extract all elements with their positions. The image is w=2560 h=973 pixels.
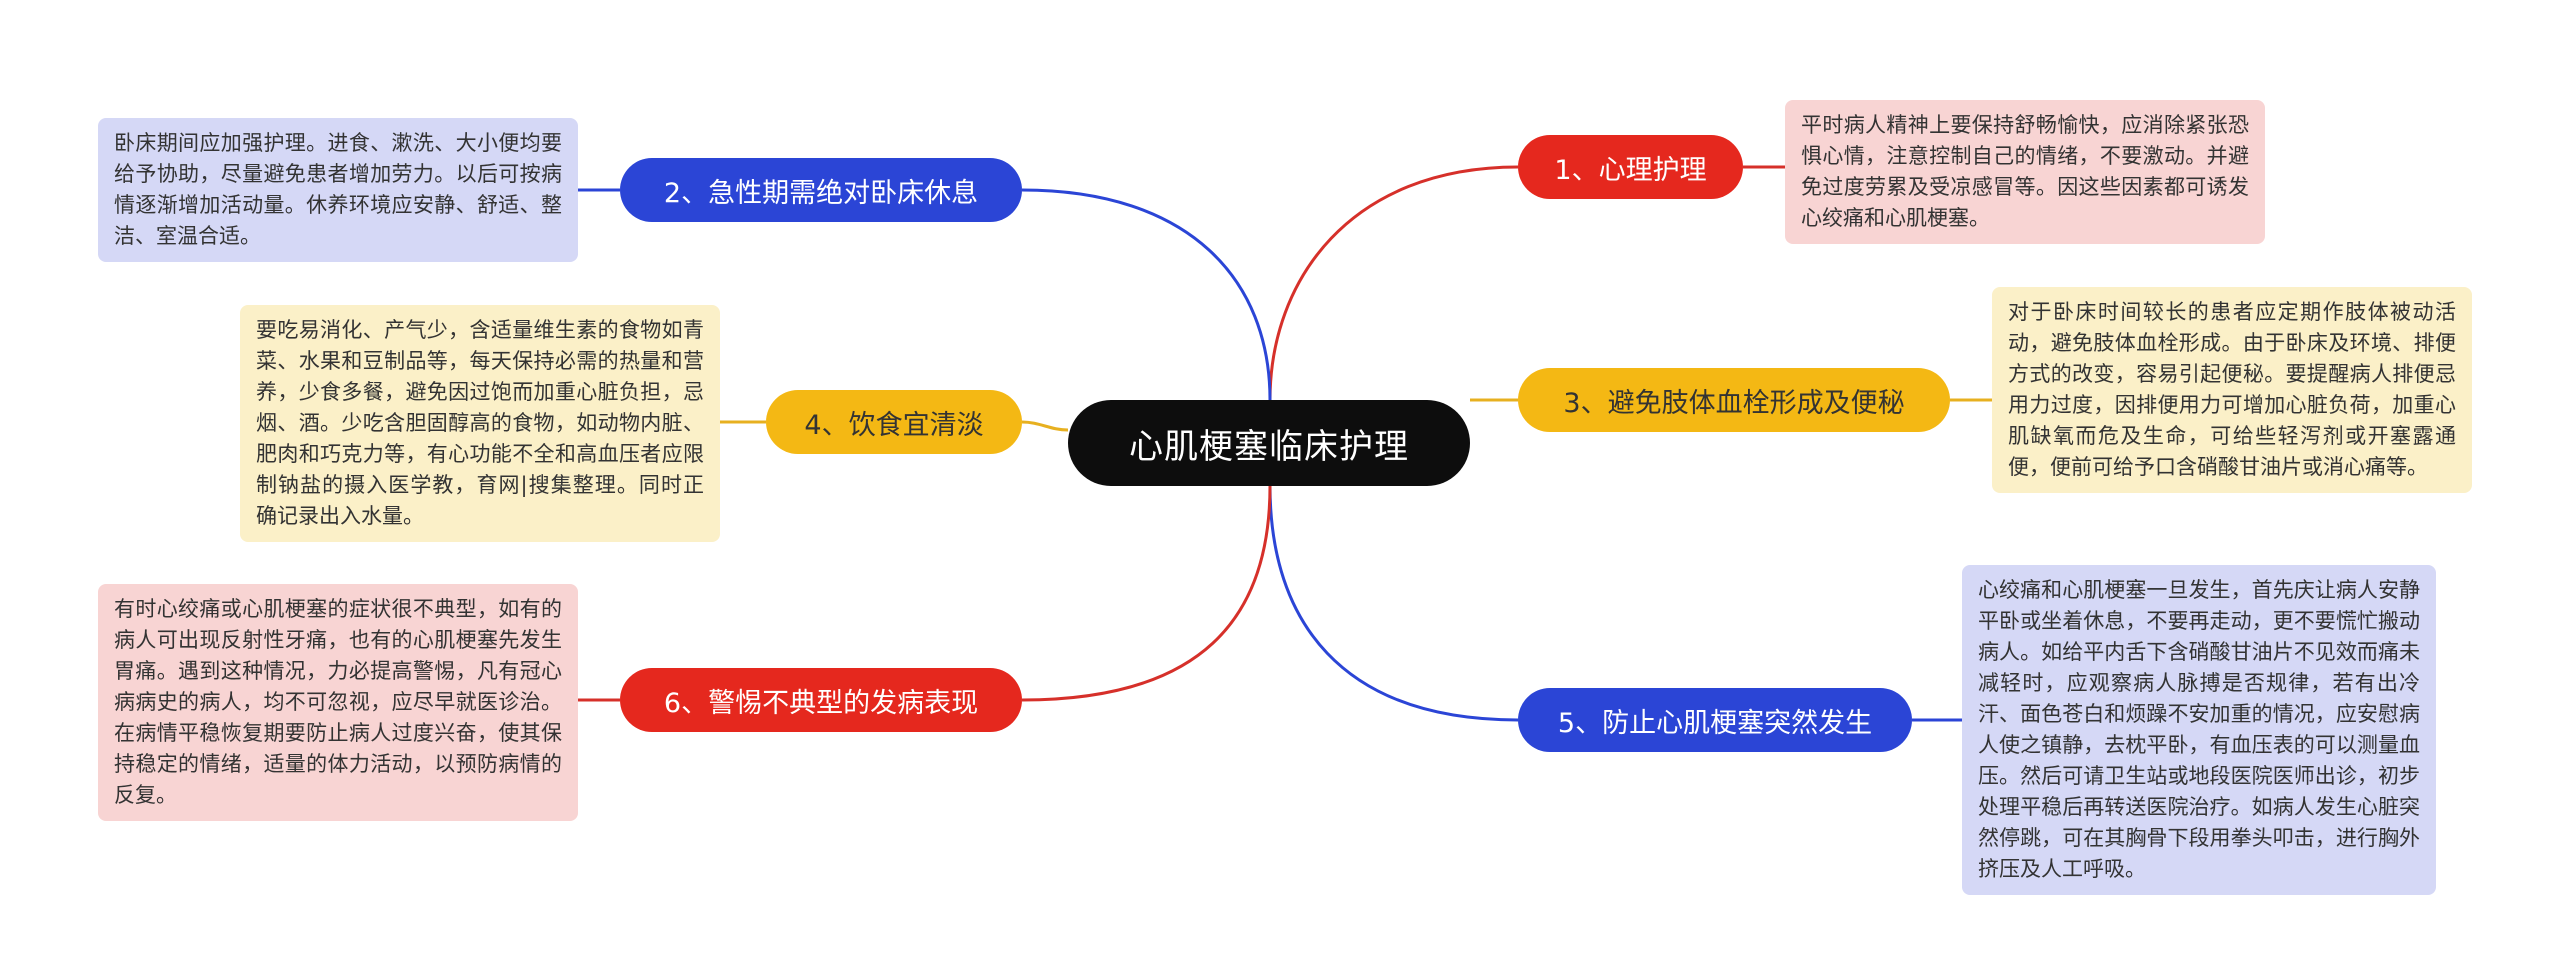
note-1: 平时病人精神上要保持舒畅愉快，应消除紧张恐惧心情，注意控制自己的情绪，不要激动。… <box>1785 100 2265 244</box>
note-4: 要吃易消化、产气少，含适量维生素的食物如青菜、水果和豆制品等，每天保持必需的热量… <box>240 305 720 542</box>
connector-branch-6 <box>1021 485 1272 702</box>
branch-2-bed-rest[interactable]: 2、急性期需绝对卧床休息 <box>620 158 1022 222</box>
branch-1-heart-psychology[interactable]: 1、心理护理 <box>1518 135 1743 199</box>
connector-branch-5 <box>1268 485 1519 722</box>
branch-3-thrombosis-constipation[interactable]: 3、避免肢体血栓形成及便秘 <box>1518 368 1950 432</box>
note-3: 对于卧床时间较长的患者应定期作肢体被动活动，避免肢体血栓形成。由于卧床及环境、排… <box>1992 287 2472 493</box>
connector-branch-4 <box>1021 420 1069 432</box>
connector-branch-2 <box>1021 188 1272 401</box>
branch-6-atypical-symptoms[interactable]: 6、警惕不典型的发病表现 <box>620 668 1022 732</box>
root-topic[interactable]: 心肌梗塞临床护理 <box>1068 400 1470 486</box>
connector-branch-1 <box>1268 165 1519 401</box>
note-5: 心绞痛和心肌梗塞一旦发生，首先庆让病人安静平卧或坐着休息，不要再走动，更不要慌忙… <box>1962 565 2436 895</box>
note-6: 有时心绞痛或心肌梗塞的症状很不典型，如有的病人可出现反射性牙痛，也有的心肌梗塞先… <box>98 584 578 821</box>
note-2: 卧床期间应加强护理。进食、漱洗、大小便均要给予协助，尽量避免患者增加劳力。以后可… <box>98 118 578 262</box>
branch-5-prevent-sudden-infarction[interactable]: 5、防止心肌梗塞突然发生 <box>1518 688 1912 752</box>
branch-4-diet[interactable]: 4、饮食宜清淡 <box>766 390 1022 454</box>
